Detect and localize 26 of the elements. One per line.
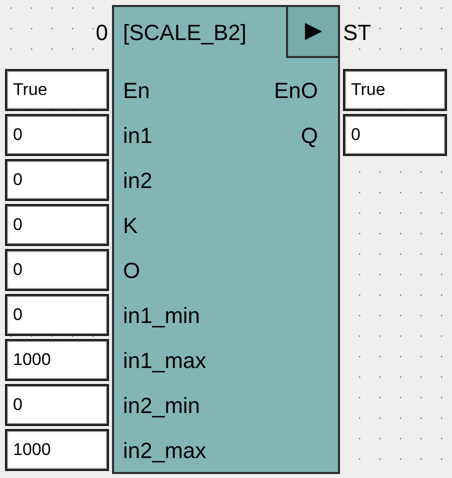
task-label: ST — [343, 20, 372, 44]
input-pin-label: in1 — [123, 122, 152, 148]
value-field: 1000 — [5, 339, 109, 381]
output-pin-label: EnO — [274, 78, 318, 102]
block-number: 0 — [96, 20, 108, 44]
block-title: [SCALE_B2] — [123, 20, 247, 44]
output-pin-label: Q — [300, 122, 318, 148]
value-field: 0 — [5, 294, 109, 336]
value-field: 0 — [5, 159, 109, 201]
value-field: True — [343, 69, 447, 111]
input-pin-label: in2_max — [123, 438, 206, 462]
input-pin-label: in1_min — [123, 302, 200, 328]
input-pin-label: in2_min — [123, 392, 200, 418]
value-field: 1000 — [5, 429, 109, 471]
value-field: 0 — [5, 249, 109, 291]
input-pin-label: in1_max — [123, 348, 206, 372]
value-field: True — [5, 69, 109, 111]
value-field: 0 — [5, 384, 109, 426]
value-field: 0 — [343, 114, 447, 156]
input-pin-label: En — [123, 78, 150, 102]
value-field: 0 — [5, 114, 109, 156]
value-field: 0 — [5, 204, 109, 246]
input-pin-label: K — [123, 212, 138, 238]
input-pin-label: in2 — [123, 168, 152, 192]
function-block — [112, 5, 340, 474]
input-pin-label: O — [123, 258, 140, 282]
